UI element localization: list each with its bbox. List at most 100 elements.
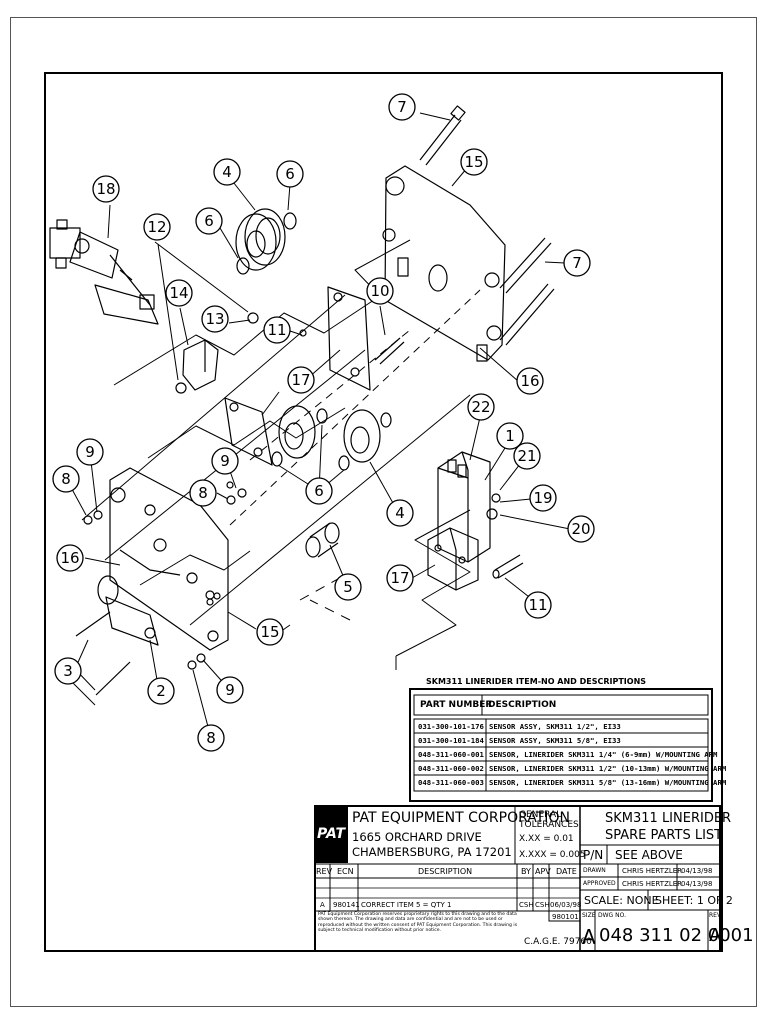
parts-table-grid xyxy=(409,688,713,802)
rev-row-rev: A xyxy=(320,901,325,909)
size-label: SIZE xyxy=(582,912,596,919)
callout-labels: 7 15 4 6 6 18 12 14 13 11 10 17 16 7 22 … xyxy=(60,98,590,747)
callout-8: 8 xyxy=(206,729,216,747)
rev-row-apv: CSH xyxy=(535,901,550,909)
callout-9: 9 xyxy=(85,443,95,461)
title-block-grid xyxy=(314,805,721,952)
company-address-line2: CHAMBERSBURG, PA 17201 xyxy=(352,845,512,859)
part-number-cell: 031-300-101-184 xyxy=(418,736,484,745)
lower-sheave-drawing xyxy=(271,405,392,471)
size-value: A xyxy=(582,925,596,949)
callout-8: 8 xyxy=(198,484,208,502)
ecn-header: ECN xyxy=(337,867,354,876)
middle-bracket-drawing xyxy=(327,286,405,391)
callout-19: 19 xyxy=(533,489,552,507)
approved-label: APPROVED xyxy=(583,880,616,887)
logo-box xyxy=(316,807,348,863)
part-desc-cell: SENSOR, LINERIDER SKM311 5/8" (13-16mm) … xyxy=(489,778,727,787)
drawn-label: DRAWN xyxy=(583,867,606,874)
part-desc-cell: SENSOR, LINERIDER SKM311 1/4" (6-9mm) W/… xyxy=(489,750,718,759)
callout-15: 15 xyxy=(464,153,483,171)
page-frame xyxy=(10,17,757,1007)
part-number-cell: 048-311-060-001 xyxy=(418,750,484,759)
cage-code: C.A.G.E. 79760 xyxy=(524,937,592,947)
date-header: DATE xyxy=(556,867,577,876)
callout-21: 21 xyxy=(517,447,536,465)
callout-11: 11 xyxy=(528,596,547,614)
drawn-by: CHRIS HERTZLER xyxy=(622,867,683,875)
callout-8: 8 xyxy=(61,470,71,488)
callout-16: 16 xyxy=(520,372,539,390)
callout-11: 11 xyxy=(267,321,286,339)
callout-5: 5 xyxy=(343,578,353,596)
part-desc-cell: SENSOR ASSY, SKM311 5/8", EI33 xyxy=(489,736,621,745)
callout-4: 4 xyxy=(395,504,405,522)
callout-14: 14 xyxy=(169,284,188,302)
callout-22: 22 xyxy=(471,398,490,416)
leader-lines xyxy=(66,112,571,739)
callout-2: 2 xyxy=(156,682,166,700)
drawing-number-label: DWG NO. xyxy=(598,912,626,919)
sensor-head-drawing xyxy=(49,219,159,325)
tolerance-value: X.XXX = 0.005 xyxy=(519,850,586,860)
part-number-value: SEE ABOVE xyxy=(615,848,683,862)
header-part-number: PART NUMBER xyxy=(420,700,493,710)
block-14-drawing xyxy=(175,339,219,394)
rev-header: REV xyxy=(316,867,333,876)
axis-lines xyxy=(69,289,481,706)
right-plate-drawing xyxy=(382,165,506,362)
callout-9: 9 xyxy=(225,681,235,699)
rev-row-description: CORRECT ITEM 5 = QTY 1 xyxy=(361,901,452,909)
tolerance-value: X.XX = 0.01 xyxy=(519,834,574,844)
rev-label: REV xyxy=(709,912,722,919)
callout-7: 7 xyxy=(572,254,582,272)
washers-drawing xyxy=(83,312,307,670)
parts-table-title: SKM311 LINERIDER ITEM-NO AND DESCRIPTION… xyxy=(426,677,647,686)
callout-4: 4 xyxy=(222,163,232,181)
callout-17: 17 xyxy=(291,371,310,389)
drawing-title-line2: SPARE PARTS LIST xyxy=(605,828,723,843)
company-address-line1: 1665 ORCHARD DRIVE xyxy=(352,830,482,844)
lower-block-drawing xyxy=(427,527,479,591)
scale: SCALE: NONE xyxy=(584,894,659,907)
left-bracket-drawing xyxy=(224,397,273,466)
upper-sheave-drawing xyxy=(235,208,297,275)
callout-20: 20 xyxy=(571,520,590,538)
callout-7: 7 xyxy=(397,98,407,116)
callout-circles xyxy=(52,93,595,752)
revision-value: A xyxy=(709,925,722,946)
callout-6: 6 xyxy=(314,482,324,500)
part-number-label: P/N xyxy=(583,848,604,862)
callout-17: 17 xyxy=(390,569,409,587)
pin-drawing xyxy=(492,554,524,579)
callout-1: 1 xyxy=(505,427,515,445)
approved-by: CHRIS HERTZLER xyxy=(622,880,683,888)
drawing-number: 048 311 02 0001 xyxy=(599,925,754,946)
zone-lines xyxy=(113,239,471,670)
right-sensor-assembly-drawing xyxy=(437,451,501,563)
sheet: SHEET: 1 OF 2 xyxy=(655,894,733,907)
part-number-cell: 048-311-060-003 xyxy=(418,778,484,787)
ecn-extra: 980101 xyxy=(552,913,579,921)
proprietary-notice: PAT Equipment Corporation reserves propr… xyxy=(318,912,518,934)
part-desc-cell: SENSOR, LINERIDER SKM311 1/2" (10-13mm) … xyxy=(489,764,727,773)
callout-12: 12 xyxy=(147,218,166,236)
drawing-title-line1: SKM311 LINERIDER xyxy=(605,811,732,826)
callout-18: 18 xyxy=(96,180,115,198)
company-logo: PAT xyxy=(317,826,346,842)
drawn-date: 04/13/98 xyxy=(681,867,713,875)
rev-row-by: CSH xyxy=(519,901,534,909)
left-plate-drawing xyxy=(97,467,229,651)
description-header: DESCRIPTION xyxy=(418,867,473,876)
part-desc-cell: SENSOR ASSY, SKM311 1/2", EI33 xyxy=(489,722,621,731)
callout-6: 6 xyxy=(285,165,295,183)
tolerance-title: TOLERANCES xyxy=(519,820,579,830)
part-number-cell: 048-311-060-002 xyxy=(418,764,484,773)
callout-3: 3 xyxy=(63,662,73,680)
callout-16: 16 xyxy=(60,549,79,567)
callout-9: 9 xyxy=(220,452,230,470)
spacer-drawing xyxy=(305,522,340,558)
rev-row-date: 06/03/98 xyxy=(550,901,582,909)
part-number-cell: 031-300-101-176 xyxy=(418,722,484,731)
